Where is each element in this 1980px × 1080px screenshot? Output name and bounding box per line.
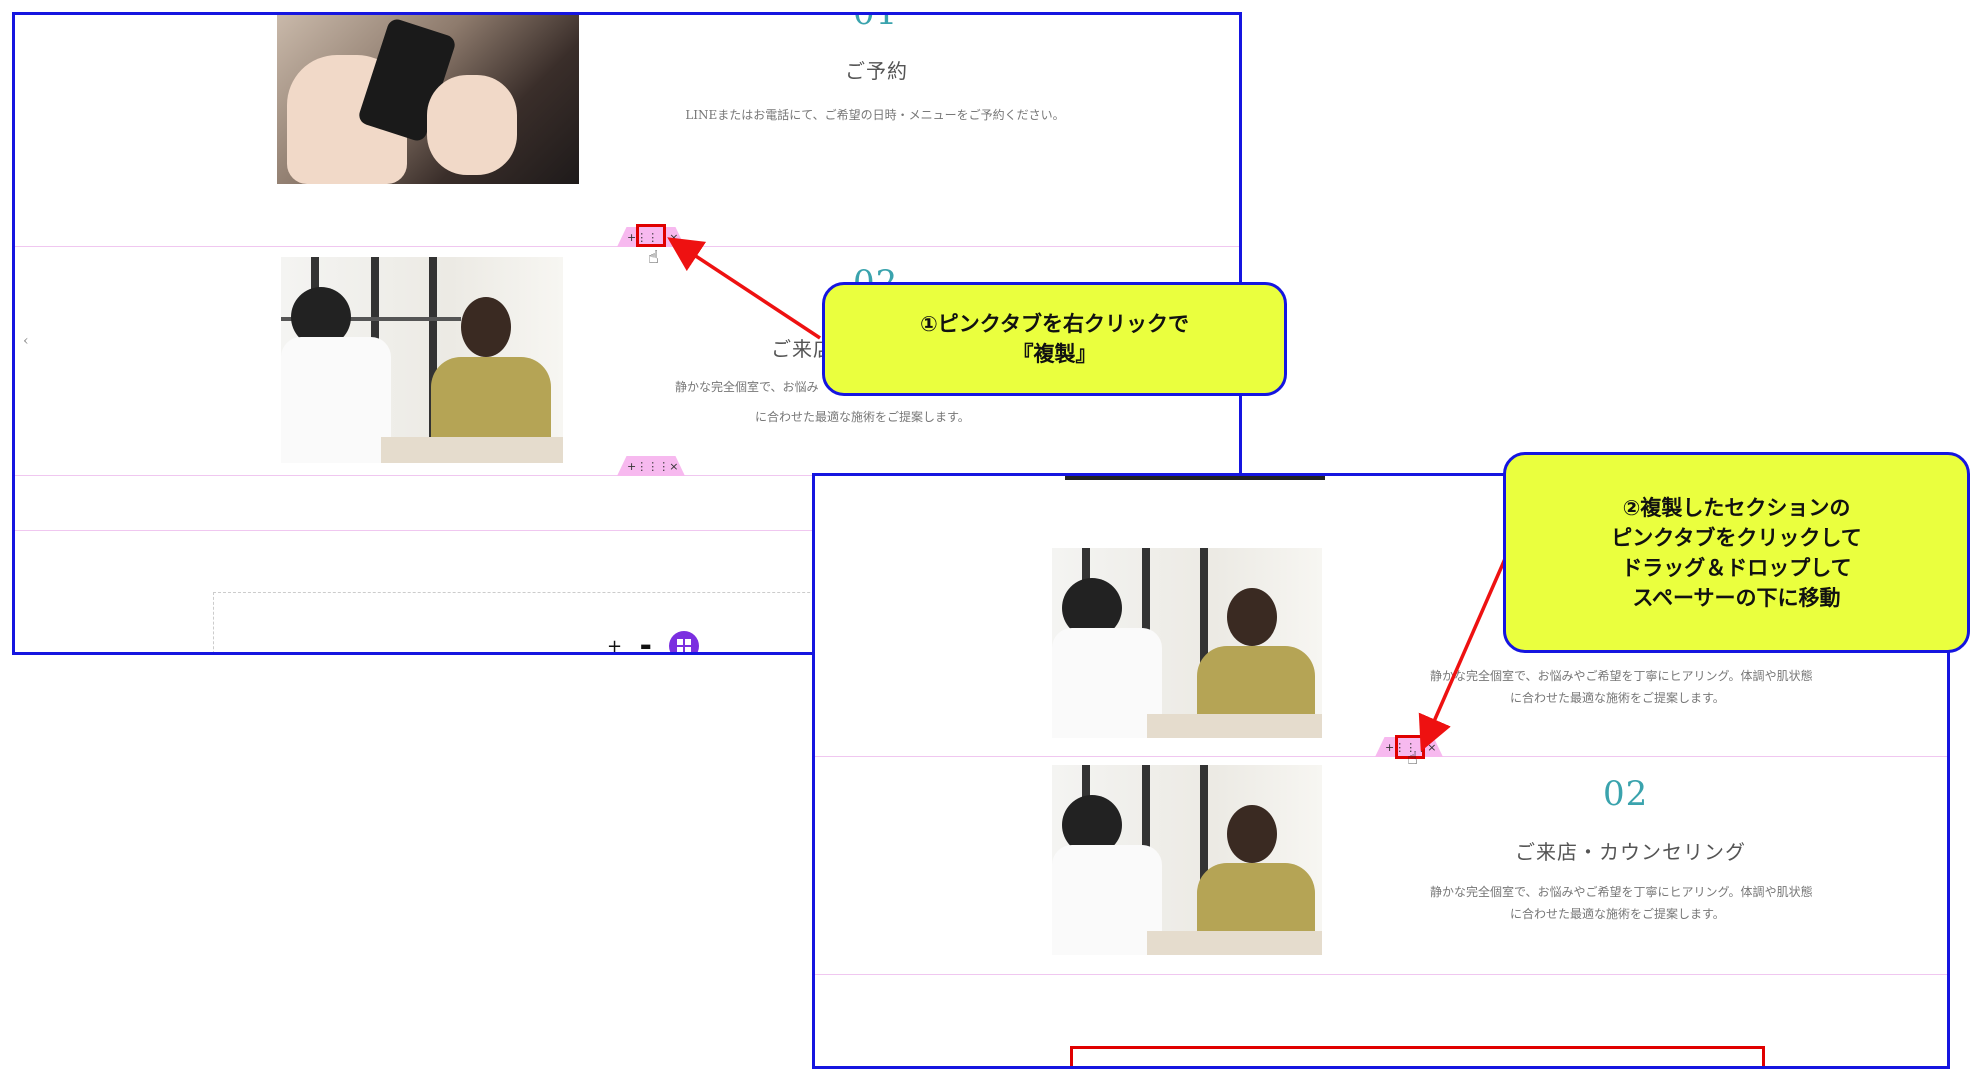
close-section-icon[interactable]: ×	[669, 230, 679, 244]
close-section-icon[interactable]: ×	[1427, 740, 1437, 754]
add-section-toolbar: + ▬	[607, 631, 700, 655]
empty-section-dropzone[interactable]	[213, 592, 915, 652]
folder-icon[interactable]: ▬	[640, 639, 652, 653]
callout-step2-line1: ②複製したセクションの	[1622, 495, 1851, 520]
section-handle-tab[interactable]: + ⋮⋮⋮ ×	[617, 456, 685, 476]
add-section-icon[interactable]: +	[1385, 740, 1395, 754]
close-section-icon[interactable]: ×	[669, 459, 679, 473]
drag-handle-icon[interactable]: ⋮⋮⋮	[636, 459, 670, 473]
spacer-divider	[15, 530, 1239, 531]
drag-handle-icon[interactable]: ⋮⋮⋮	[636, 230, 670, 244]
add-section-icon[interactable]: +	[627, 459, 637, 473]
step2-text-line2: に合わせた最適な施術をご提案します。	[755, 410, 970, 424]
screenshot-panel-2: 静かな完全個室で、お悩みやご希望を丁寧にヒアリング。体調や肌状態 に合わせた最適…	[812, 473, 1950, 1069]
callout-step2: ②複製したセクションの ピンクタブをクリックして ドラッグ＆ドロップして スペー…	[1503, 452, 1970, 653]
step-text-line2: に合わせた最適な施術をご提案します。	[1510, 907, 1725, 921]
callout-step1-line2: 『複製』	[1012, 342, 1097, 366]
hand-cursor-icon: ☝	[1407, 748, 1418, 769]
step2-text-line1: 静かな完全個室で、お悩み	[675, 380, 819, 394]
counseling-photo	[281, 257, 563, 463]
drop-target-highlight	[1070, 1046, 1765, 1066]
dup-step-text-line1: 静かな完全個室で、お悩みやご希望を丁寧にヒアリング。体調や肌状態	[1430, 669, 1813, 683]
step1-title: ご予約	[845, 59, 908, 83]
dup-step-text-line2: に合わせた最適な施術をご提案します。	[1510, 691, 1725, 705]
step1-number: 01	[853, 12, 899, 33]
step-number: 02	[1603, 774, 1649, 814]
add-section-icon[interactable]: +	[627, 230, 637, 244]
counseling-photo	[1052, 548, 1322, 738]
grid-icon	[677, 639, 692, 652]
callout-step2-line3: ドラッグ＆ドロップして	[1621, 555, 1852, 580]
counseling-photo	[1052, 765, 1322, 955]
top-edge-image	[1065, 476, 1325, 480]
add-icon[interactable]: +	[607, 635, 623, 655]
step1-text: LINEまたはお電話にて、ご希望の日時・メニューをご予約ください。	[685, 108, 1065, 122]
callout-step1: ①ピンクタブを右クリックで 『複製』	[822, 282, 1287, 396]
section-divider	[815, 974, 1947, 975]
step-title: ご来店・カウンセリング	[1515, 840, 1746, 864]
booking-photo	[277, 15, 579, 184]
template-library-icon[interactable]	[669, 631, 700, 652]
callout-step2-line2: ピンクタブをクリックして	[1611, 525, 1862, 550]
step-text-line1: 静かな完全個室で、お悩みやご希望を丁寧にヒアリング。体調や肌状態	[1430, 885, 1813, 899]
highlight-box	[636, 224, 666, 247]
hand-cursor-icon: ☝	[648, 247, 659, 268]
callout-step1-line1: ①ピンクタブを右クリックで	[920, 312, 1189, 336]
callout-step2-line4: スペーサーの下に移動	[1632, 585, 1841, 610]
left-arrow-icon[interactable]: ‹	[23, 333, 29, 349]
